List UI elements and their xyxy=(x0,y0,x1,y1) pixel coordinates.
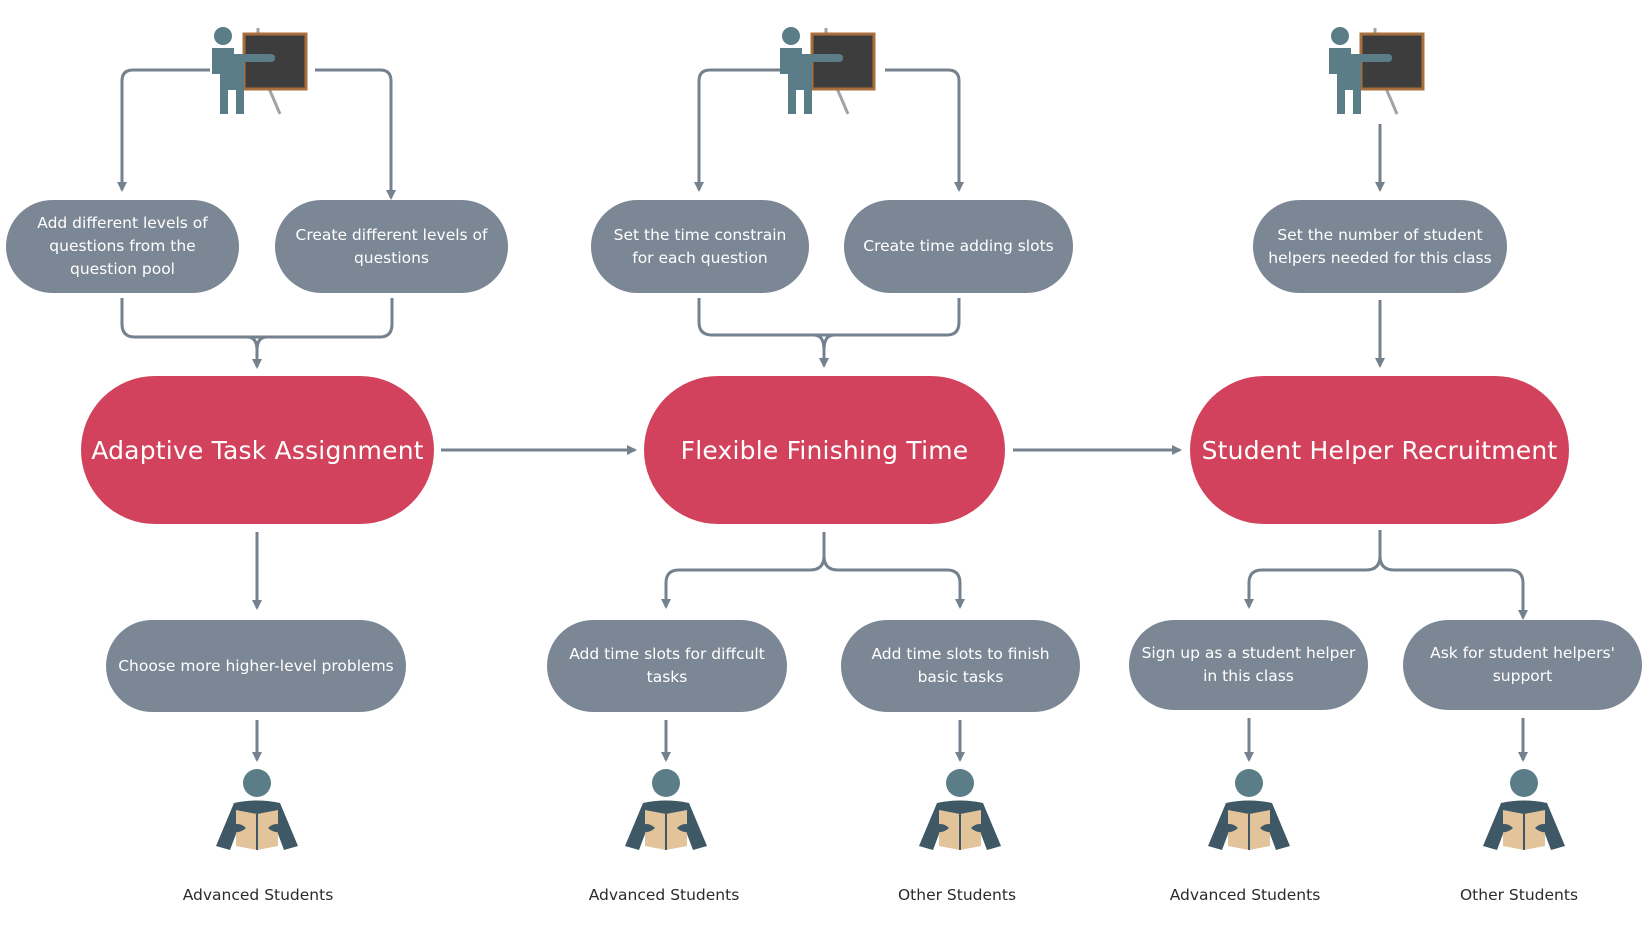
student-label: Other Students xyxy=(1459,886,1579,904)
step-set-time: Set the time constrain for each question xyxy=(591,200,809,293)
edge-flexible-split xyxy=(664,532,960,607)
edge-teacher2-to-create-slots xyxy=(885,68,964,192)
teacher-icon xyxy=(780,27,876,115)
node-flexible-finishing-time: Flexible Finishing Time xyxy=(644,376,1005,524)
step-slots-basic: Add time slots to finish basic tasks xyxy=(841,620,1080,712)
step-sign-up: Sign up as a student helper in this clas… xyxy=(1129,620,1368,710)
student-icon xyxy=(919,769,1001,850)
step-create-levels: Create different levels of questions xyxy=(275,200,508,293)
student-icon xyxy=(216,769,298,850)
student-label: Advanced Students xyxy=(1169,886,1321,904)
student-icon xyxy=(625,769,707,850)
edge-steps1-to-adaptive xyxy=(120,298,394,339)
step-create-slots: Create time adding slots xyxy=(844,200,1073,293)
step-slots-difficult: Add time slots for diffcult tasks xyxy=(547,620,787,712)
teacher-icon xyxy=(212,27,308,115)
student-icon xyxy=(1208,769,1290,850)
student-label: Other Students xyxy=(897,886,1017,904)
edge-steps2-to-flexible xyxy=(697,298,961,337)
edge-teacher2-to-set-time xyxy=(694,68,780,192)
teacher-icon xyxy=(1329,27,1425,115)
node-adaptive-task-assignment: Adaptive Task Assignment xyxy=(81,376,434,524)
step-add-levels: Add different levels of questions from t… xyxy=(6,200,239,293)
step-ask-support: Ask for student helpers' support xyxy=(1403,620,1642,710)
student-label: Advanced Students xyxy=(588,886,740,904)
edge-helper-split xyxy=(1247,530,1523,618)
student-label: Advanced Students xyxy=(182,886,334,904)
student-icon xyxy=(1483,769,1565,850)
node-student-helper-recruitment: Student Helper Recruitment xyxy=(1190,376,1569,524)
step-set-helpers: Set the number of student helpers needed… xyxy=(1253,200,1507,293)
edge-teacher1-to-create-levels xyxy=(315,68,396,200)
step-higher-level: Choose more higher-level problems xyxy=(106,620,406,712)
edge-teacher1-to-add-levels xyxy=(117,68,210,192)
